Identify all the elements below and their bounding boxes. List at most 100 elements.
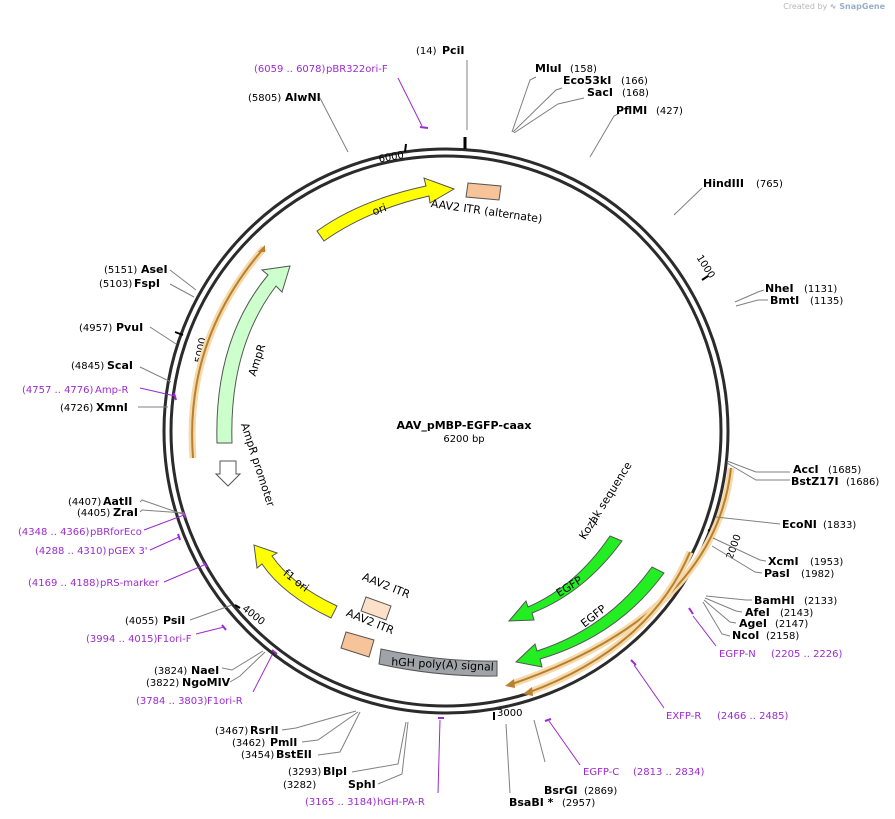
primer-range: (3784 .. 3803) [136,696,208,707]
enzyme-name: EcoNI [782,518,817,531]
primer-range: (3994 .. 4015) [86,634,158,645]
enzyme-name: PflMI [616,104,647,117]
enzyme-pos: (3462) [232,738,265,749]
enzyme-pos: (5805) [248,93,281,104]
enzyme-name: FspI [134,277,160,290]
enzyme-pos: (4957) [79,323,112,334]
primer-name: EGFP-N [719,649,756,660]
tick-6000: 6000 [378,143,407,165]
itr-alternate-feature [465,182,502,201]
enzyme-name: BlpI [323,765,347,778]
enzyme-name: AatII [103,495,132,508]
enzyme-acci: AccI(1685) [793,463,861,476]
enzyme-name: NgoMIV [182,676,231,689]
primer-f1ori-r: (3784 .. 3803)F1ori-R [136,696,243,707]
enzyme-name: ScaI [107,359,133,372]
tick-label-6000: 6000 [378,150,405,165]
primer-range: (2205 .. 2226) [771,649,843,660]
brand-name: SnapGene [839,2,885,11]
enzyme-pos: (5151) [104,265,137,276]
backbone-inner [169,154,723,708]
enzyme-pos: (1685) [828,465,861,476]
enzyme-name: BstZ17I [791,475,839,488]
enzyme-name: XcmI [768,555,799,568]
enzyme-bstz17i: BstZ17I (1686) [791,475,879,488]
tick-1000: 1000 [694,253,717,281]
kozak-label: Kozak sequence [577,459,635,541]
enzyme-pos: (1982) [801,569,834,580]
enzyme-saci: SacI(168) [587,86,649,99]
enzyme-name: AseI [141,263,168,276]
primer-name: pBR322ori-F [326,64,388,75]
primer-f1ori-f: (3994 .. 4015)F1ori-F [86,634,192,645]
enzyme-psii: (4055)PsiI [125,614,185,627]
enzyme-pflmi: PflMI(427) [616,104,683,117]
primer-range: (6059 .. 6078) [254,64,326,75]
enzyme-xmni: (4726)XmnI [60,401,128,414]
egfp-b-feature [514,566,665,668]
primer-name: F1ori-R [207,696,243,707]
primer-range: (2813 .. 2834) [633,767,705,778]
enzyme-pos: (2133) [804,596,837,607]
enzyme-name: HindIII [703,177,744,190]
egfp-a-feature [507,535,623,622]
orf-b-arrow [523,687,533,696]
enzyme-pos: (3467) [215,726,248,737]
primer-range: (4348 .. 4366) [18,527,90,538]
enzyme-pos: (1953) [810,557,843,568]
enzyme-pos: (14) [416,46,437,57]
primer-range: (3165 .. 3184) [305,797,377,808]
primer-prs-marker: (4169 .. 4188)pRS-marker [28,578,160,589]
enzyme-hindiii: HindIII (765) [703,177,783,190]
enzyme-pcii: (14)PciI [416,44,464,57]
enzyme-nhei: NheI(1131) [765,282,837,295]
enzyme-name: NcoI [732,629,759,642]
enzyme-pos: (1686) [846,477,879,488]
enzyme-scai: (4845)ScaI [71,359,133,372]
enzyme-name: NheI [765,282,794,295]
enzyme-name: PasI [764,567,790,580]
hgh-feature [378,648,498,677]
tick-label-3000: 3000 [497,708,522,719]
enzyme-pos: (2158) [766,631,799,642]
enzyme-name: SacI [587,86,613,99]
primer-name: pBRforEco [90,527,142,538]
enzyme-pos: (5103) [99,279,132,290]
enzyme-bsteii: (3454)BstEII [241,748,312,761]
primer-pgex3: (4288 .. 4310)pGEX 3' [35,546,148,557]
primer-amp-r: (4757 .. 4776)Amp-R [22,385,129,396]
enzyme-alwni: (5805)AlwNI [248,91,321,104]
enzyme-pos: (3282) [283,780,316,791]
backbone-outer [162,147,730,715]
orf-b [529,551,691,693]
enzyme-name: AfeI [745,606,770,619]
enzyme-pos: (4407) [68,497,101,508]
primer-hgh-pa-r: (3165 .. 3184)hGH-PA-R [305,797,425,808]
tick-3000: 3000 [493,708,522,720]
enzyme-ngomiv: (3822)NgoMIV [146,676,231,689]
enzyme-pos: (3454) [241,750,274,761]
itr-a-label: AAV2 ITR [360,570,412,601]
primer-name: Amp-R [95,385,129,396]
plasmid-name: AAV_pMBP-EGFP-caax [397,419,532,432]
primer-labels: (6059 .. 6078)pBR322ori-F EGFP-N (2205 ..… [18,64,843,808]
enzyme-sphi: (3282)SphI [283,778,376,791]
enzyme-name: MluI [535,62,562,75]
enzyme-name: BsrGI [544,784,577,797]
primer-range: (4757 .. 4776) [22,385,94,396]
enzyme-name: RsrII [250,724,279,737]
enzyme-name: PsiI [163,614,185,627]
enzyme-pos: (765) [756,179,783,190]
enzyme-pos: (3293) [288,767,321,778]
ampr-promoter-feature [214,460,242,487]
enzyme-pos: (158) [570,64,597,75]
enzyme-name: NaeI [191,664,219,677]
enzyme-name: XmnI [96,401,128,414]
enzyme-pos: (166) [621,76,648,87]
enzyme-zrai: (4405)ZraI [77,506,138,519]
enzyme-name: ZraI [113,506,138,519]
enzyme-pos: (3824) [154,666,187,677]
enzyme-labels: (14)PciI MluI(158) Eco53kI(166) SacI(168… [416,44,879,809]
enzyme-name: Eco53kI [563,74,611,87]
itr-b-feature [340,631,375,658]
